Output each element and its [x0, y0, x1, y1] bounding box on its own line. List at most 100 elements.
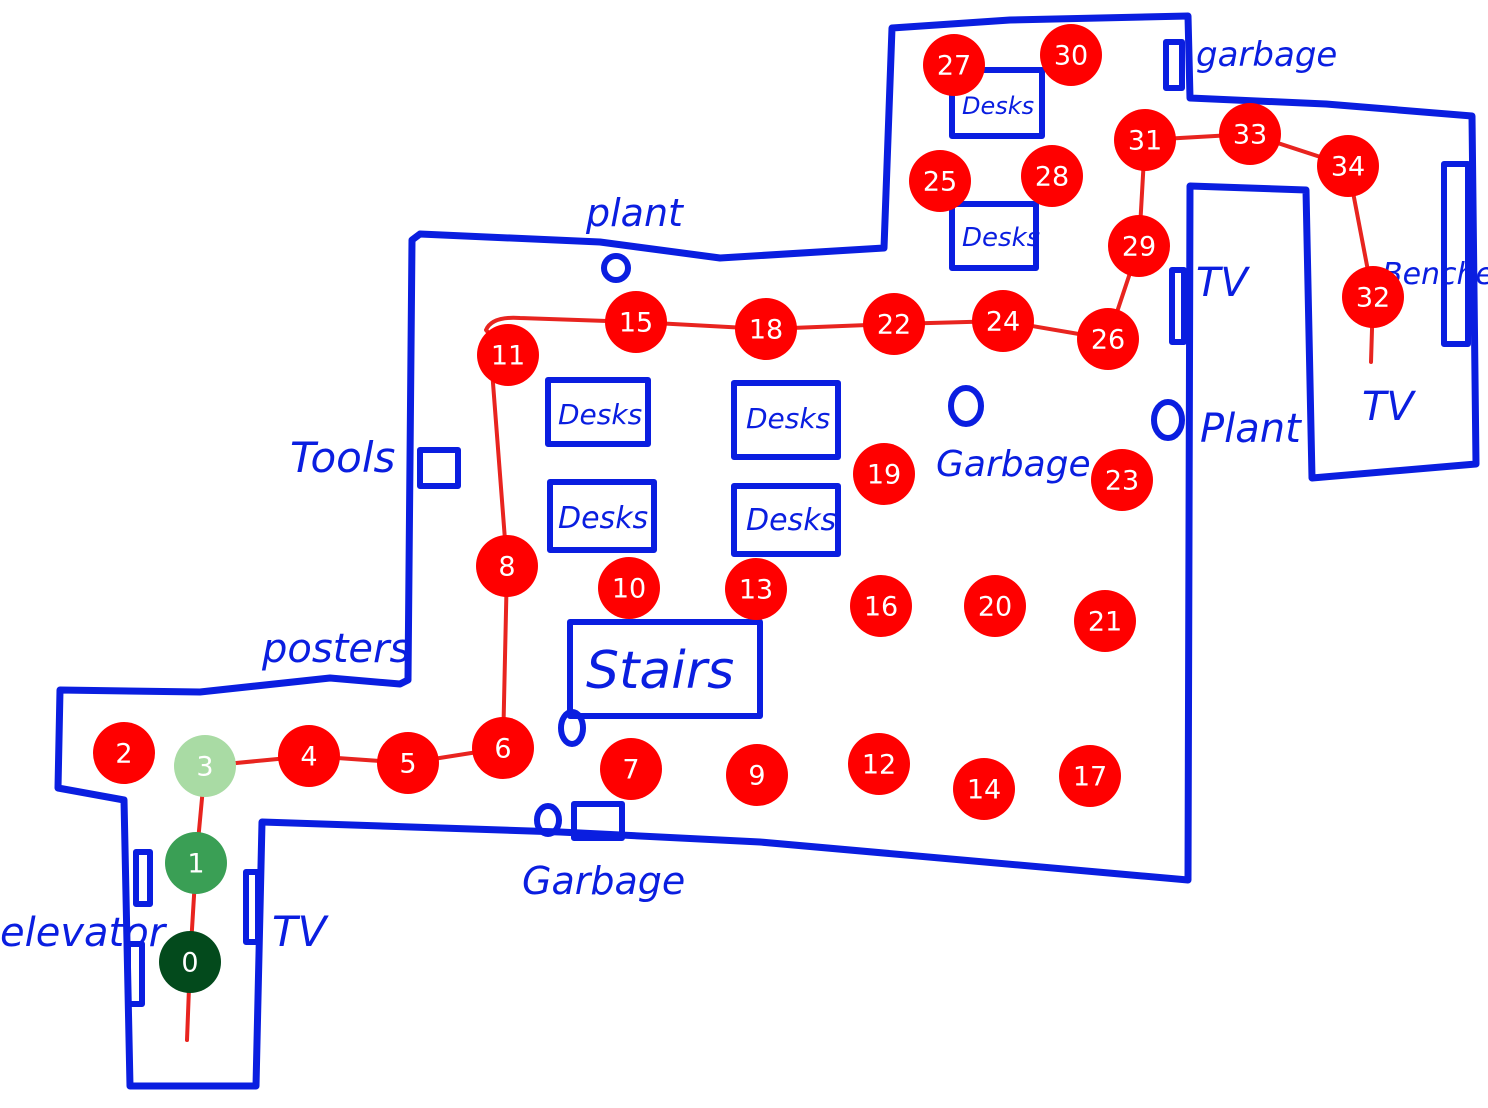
waypoint-marker[interactable]	[1317, 135, 1379, 197]
label-desks-6: Desks	[962, 223, 1040, 253]
waypoint-marker[interactable]	[923, 34, 985, 96]
desks-block-4	[731, 483, 841, 557]
waypoint-node-31[interactable]: 31	[1114, 109, 1176, 171]
waypoint-marker[interactable]	[909, 150, 971, 212]
waypoint-marker[interactable]	[598, 557, 660, 619]
waypoint-node-5[interactable]: 5	[377, 732, 439, 794]
waypoint-node-9[interactable]: 9	[726, 744, 788, 806]
waypoint-node-6[interactable]: 6	[472, 717, 534, 779]
waypoint-marker[interactable]	[477, 324, 539, 386]
waypoint-node-13[interactable]: 13	[725, 558, 787, 620]
waypoint-number: 3	[196, 752, 213, 783]
waypoint-node-24[interactable]: 24	[972, 290, 1034, 352]
waypoint-marker[interactable]	[600, 738, 662, 800]
waypoint-node-28[interactable]: 28	[1021, 145, 1083, 207]
waypoint-marker[interactable]	[735, 298, 797, 360]
label-tools: Tools	[290, 433, 395, 482]
waypoint-marker[interactable]	[1108, 215, 1170, 277]
desks-block-1	[545, 377, 651, 447]
waypoint-number: 29	[1122, 232, 1156, 263]
waypoint-node-10[interactable]: 10	[598, 557, 660, 619]
waypoint-node-29[interactable]: 29	[1108, 215, 1170, 277]
waypoint-node-33[interactable]: 33	[1219, 103, 1281, 165]
waypoint-node-8[interactable]: 8	[476, 535, 538, 597]
waypoint-marker[interactable]	[726, 744, 788, 806]
waypoint-marker[interactable]	[850, 575, 912, 637]
label-garbage-bottom: Garbage	[522, 859, 685, 903]
waypoint-node-2[interactable]: 2	[93, 722, 155, 784]
waypoint-marker[interactable]	[853, 443, 915, 505]
waypoint-marker[interactable]	[159, 931, 221, 993]
label-desks-5: Desks	[962, 92, 1034, 120]
waypoint-node-1[interactable]: 1	[165, 832, 227, 894]
waypoint-marker[interactable]	[725, 558, 787, 620]
waypoint-node-19[interactable]: 19	[853, 443, 915, 505]
waypoint-marker[interactable]	[972, 290, 1034, 352]
waypoint-node-14[interactable]: 14	[953, 758, 1015, 820]
waypoint-marker[interactable]	[174, 735, 236, 797]
garbage-mid-bin	[948, 385, 984, 427]
waypoint-node-20[interactable]: 20	[964, 575, 1026, 637]
waypoint-node-22[interactable]: 22	[863, 293, 925, 355]
waypoint-marker[interactable]	[1040, 24, 1102, 86]
waypoint-node-17[interactable]: 17	[1059, 745, 1121, 807]
garbage-bottom-box	[571, 801, 625, 841]
waypoint-number: 19	[867, 460, 901, 491]
waypoint-number: 28	[1035, 162, 1069, 193]
waypoint-number: 4	[300, 742, 317, 773]
waypoint-number: 1	[187, 849, 204, 880]
waypoint-marker[interactable]	[863, 293, 925, 355]
waypoint-node-7[interactable]: 7	[600, 738, 662, 800]
waypoint-node-12[interactable]: 12	[848, 733, 910, 795]
waypoint-marker[interactable]	[1219, 103, 1281, 165]
waypoint-number: 5	[399, 749, 416, 780]
waypoint-node-23[interactable]: 23	[1091, 449, 1153, 511]
waypoint-marker[interactable]	[848, 733, 910, 795]
waypoint-node-27[interactable]: 27	[923, 34, 985, 96]
waypoint-marker[interactable]	[1059, 745, 1121, 807]
waypoint-marker[interactable]	[1091, 449, 1153, 511]
waypoint-marker[interactable]	[165, 832, 227, 894]
tv-mid-panel	[1169, 267, 1187, 345]
waypoint-number: 14	[967, 775, 1001, 806]
waypoint-node-32[interactable]: 32	[1342, 266, 1404, 328]
waypoint-marker[interactable]	[377, 732, 439, 794]
waypoint-number: 12	[862, 750, 896, 781]
waypoint-node-11[interactable]: 11	[477, 324, 539, 386]
waypoint-marker[interactable]	[1114, 109, 1176, 171]
label-garbage-mid: Garbage	[936, 444, 1091, 485]
waypoint-node-15[interactable]: 15	[605, 291, 667, 353]
waypoint-node-34[interactable]: 34	[1317, 135, 1379, 197]
waypoint-marker[interactable]	[472, 717, 534, 779]
waypoint-node-0[interactable]: 0	[159, 931, 221, 993]
waypoint-number: 20	[978, 592, 1012, 623]
waypoint-marker[interactable]	[1077, 308, 1139, 370]
waypoint-number: 7	[622, 755, 639, 786]
waypoint-marker[interactable]	[1074, 590, 1136, 652]
waypoint-marker[interactable]	[278, 725, 340, 787]
waypoint-node-4[interactable]: 4	[278, 725, 340, 787]
waypoint-number: 31	[1128, 126, 1162, 157]
waypoint-marker[interactable]	[1342, 266, 1404, 328]
waypoint-node-18[interactable]: 18	[735, 298, 797, 360]
waypoint-marker[interactable]	[964, 575, 1026, 637]
waypoint-marker[interactable]	[953, 758, 1015, 820]
label-tv-right: TV	[1362, 384, 1416, 430]
waypoint-node-3[interactable]: 3	[174, 735, 236, 797]
waypoint-marker[interactable]	[605, 291, 667, 353]
waypoint-number: 25	[923, 167, 957, 198]
waypoint-marker[interactable]	[1021, 145, 1083, 207]
waypoint-number: 11	[491, 341, 525, 372]
waypoint-node-25[interactable]: 25	[909, 150, 971, 212]
waypoint-node-16[interactable]: 16	[850, 575, 912, 637]
tools-box	[417, 447, 461, 489]
waypoint-node-26[interactable]: 26	[1077, 308, 1139, 370]
waypoint-node-21[interactable]: 21	[1074, 590, 1136, 652]
label-elevator: elevator	[0, 910, 168, 956]
waypoint-number: 30	[1054, 41, 1088, 72]
waypoint-number: 8	[498, 552, 515, 583]
waypoint-marker[interactable]	[476, 535, 538, 597]
waypoint-node-30[interactable]: 30	[1040, 24, 1102, 86]
waypoint-marker[interactable]	[93, 722, 155, 784]
